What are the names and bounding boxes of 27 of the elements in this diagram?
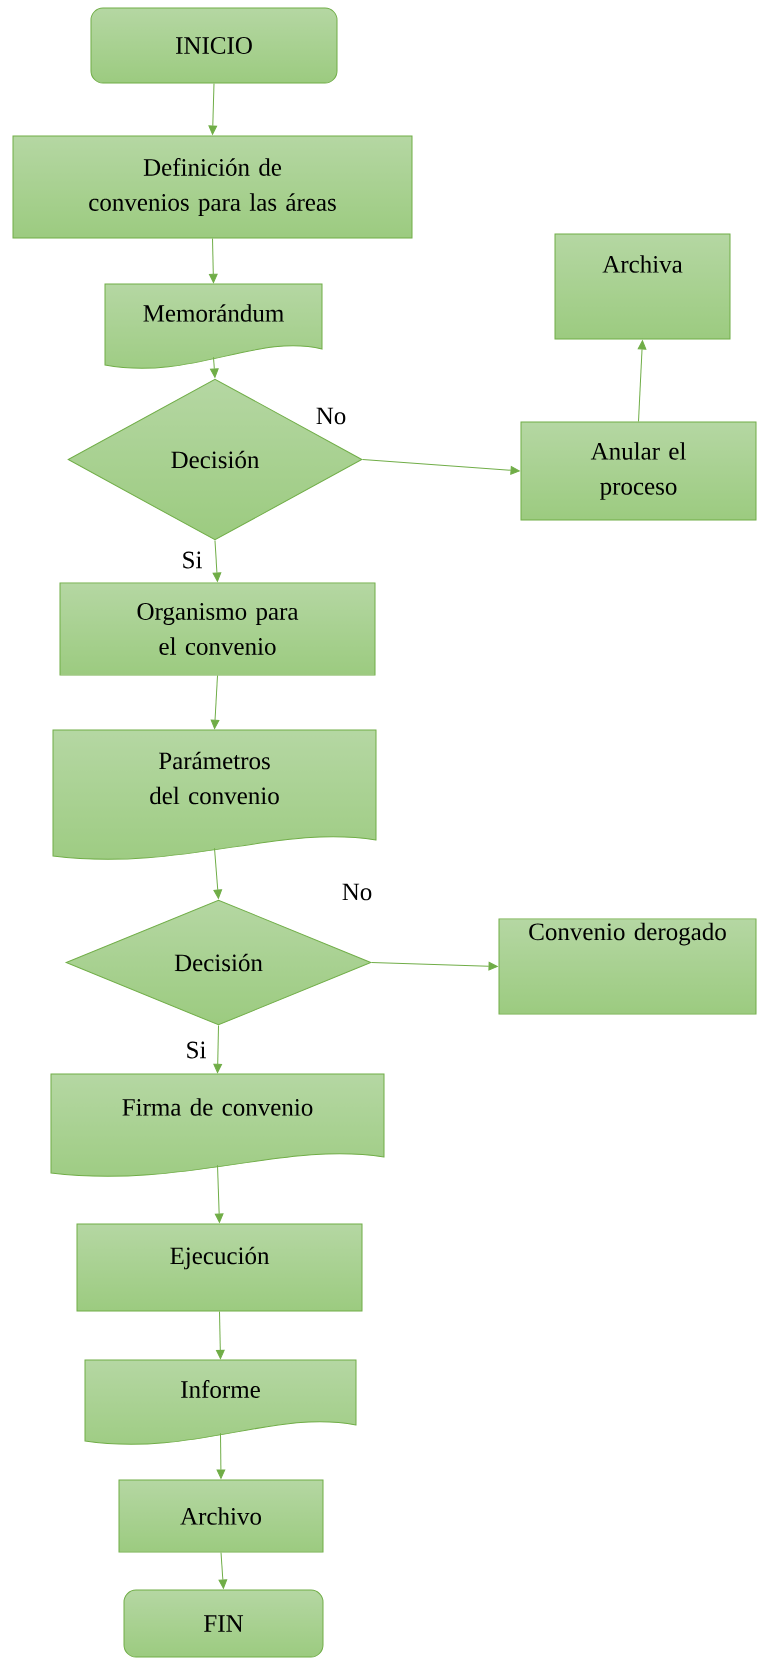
arrow	[215, 1311, 225, 1360]
arrow	[212, 540, 222, 582]
arrow	[213, 847, 223, 899]
arrow	[218, 1552, 228, 1589]
process-box: Convenio derogado	[498, 918, 757, 1015]
process-box: Archiva	[554, 233, 731, 340]
arrow	[362, 459, 520, 475]
process-box: Ejecución	[76, 1223, 363, 1312]
arrow	[208, 238, 218, 284]
edge-label: Si	[180, 550, 204, 570]
arrow	[210, 675, 220, 730]
arrow	[371, 961, 498, 971]
edge-label: No	[314, 406, 348, 426]
process-box: Organismo para el convenio	[59, 582, 376, 676]
edge-label: Si	[184, 1040, 208, 1060]
process-box: Anular el proceso	[520, 421, 757, 521]
arrow	[637, 340, 647, 422]
process-box: Definición de convenios para las áreas	[12, 135, 413, 239]
arrow	[210, 356, 219, 378]
arrow	[208, 83, 218, 135]
process-box: Archivo	[118, 1479, 324, 1553]
edge-label: No	[340, 882, 374, 902]
arrow	[213, 1025, 223, 1074]
arrow	[214, 1164, 224, 1223]
arrow	[216, 1432, 226, 1479]
terminal-box: FIN	[123, 1589, 324, 1658]
terminal-box: INICIO	[90, 7, 338, 84]
